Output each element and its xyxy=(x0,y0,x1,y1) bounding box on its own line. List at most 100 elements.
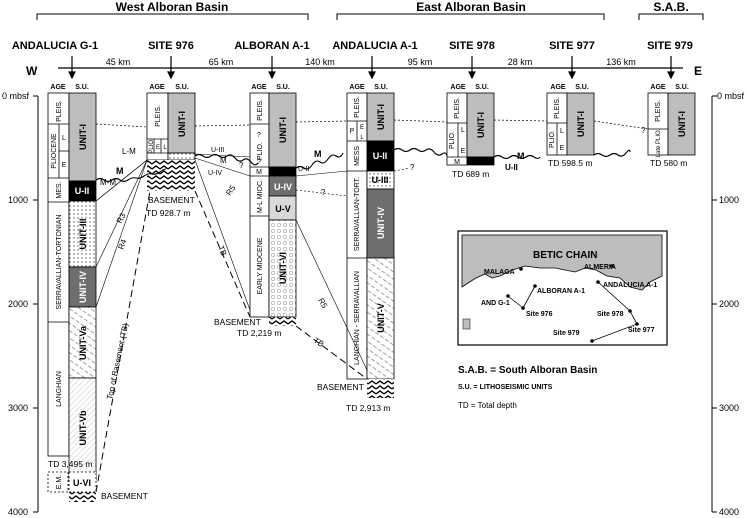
r5-left xyxy=(194,159,251,311)
depth-left-0: 0 mbsf xyxy=(2,91,30,101)
s976-labels: PLEIS. PLIO. E L UNIT-I BASEMENT TD 928.… xyxy=(146,105,195,218)
marker-g1 xyxy=(68,56,76,80)
column-andalucia-g1 xyxy=(47,92,97,502)
depth-right-2000: 2000 xyxy=(719,299,739,309)
label-q-979: ? xyxy=(641,126,646,135)
g1-unit-vb: UNIT-Vb xyxy=(78,410,88,446)
label-tb-mid: TB xyxy=(216,244,228,257)
depth-left-4000: 4000 xyxy=(8,507,28,517)
s979-unit-i: UNIT-I xyxy=(677,111,687,137)
a1-age-m: M xyxy=(256,169,262,176)
column-alboran-a1 xyxy=(249,92,297,326)
s977-labels: PLEIS. PLIO. L E UNIT-I TD 598.5 m xyxy=(548,97,592,168)
g1-unit-i: UNIT-I xyxy=(78,124,88,150)
s978-age-plio: PLIO. xyxy=(449,131,456,149)
aa1-age-pleis: PLEIS. xyxy=(354,96,361,118)
a1-age-pleis: PLEIS. xyxy=(257,99,264,121)
right-depth-axis xyxy=(711,95,717,513)
label-u-iv: U-IV xyxy=(208,170,222,177)
aa1-unit-ii: U-II xyxy=(373,151,388,161)
distance-1: 45 km xyxy=(106,57,131,67)
depth-left-1000: 1000 xyxy=(8,195,28,205)
map-alboran-a1: ALBORAN A-1 xyxy=(537,288,585,295)
label-r4: R4 xyxy=(116,237,128,250)
a1-unit-vi: UNIT-VI xyxy=(278,252,288,284)
g1-unit-iv: UNIT-IV xyxy=(78,271,88,303)
column-site-977 xyxy=(546,92,595,156)
s976-unit-i: UNIT-I xyxy=(177,111,187,137)
s977-age-e: E xyxy=(560,145,565,152)
aa1-age-header: AGE xyxy=(349,84,365,91)
s978-age-m: M xyxy=(454,159,460,166)
left-depth-axis xyxy=(33,95,39,513)
r5-right xyxy=(295,219,368,371)
g1-basement: BASEMENT xyxy=(101,491,148,501)
label-u-ii-978: U-II xyxy=(505,163,518,172)
tb-mid xyxy=(194,190,251,318)
aa1-unit-i: UNIT-I xyxy=(376,104,386,130)
g1-su-header: S.U. xyxy=(75,84,89,91)
u-iv-line xyxy=(194,157,251,177)
label-q-aa1: ? xyxy=(321,188,326,197)
site-979: SITE 979 xyxy=(647,40,693,52)
distance-5: 28 km xyxy=(508,57,533,67)
a1-total-depth: TD 2,219 m xyxy=(237,328,281,338)
label-m-east: M xyxy=(517,151,525,161)
g1-age-langhian: LANGHIAN xyxy=(56,371,63,407)
s976-age-header: AGE xyxy=(149,84,165,91)
a1-unit-i: UNIT-I xyxy=(278,117,288,143)
a1-age-header: AGE xyxy=(251,84,267,91)
mm-line xyxy=(95,159,148,202)
coastline xyxy=(461,234,663,291)
a1-unit-v: U-V xyxy=(275,204,291,214)
label-q-a1: ? xyxy=(239,161,244,170)
label-tb-right: TB xyxy=(312,336,325,349)
s976-age-e: E xyxy=(156,145,160,151)
a1-age-plio: PLIO. xyxy=(257,142,264,160)
basin-east-label: East Alboran Basin xyxy=(416,0,526,14)
legend-sab: S.A.B. = South Alboran Basin xyxy=(458,365,597,376)
s979-age-header: AGE xyxy=(650,84,666,91)
a1-age-q2: ? xyxy=(257,159,261,166)
correlation-lines xyxy=(95,119,649,493)
label-u-ii-a1: U-II xyxy=(298,166,309,173)
r4-line xyxy=(95,159,148,308)
column-headers: AGE S.U. AGE S.U. AGE S.U. AGE S.U. AGE … xyxy=(50,84,688,91)
site-977: SITE 977 xyxy=(549,40,595,52)
tb-left xyxy=(95,190,151,493)
site-alboran-a1: ALBORAN A-1 xyxy=(234,40,309,52)
site-names: ANDALUCIA G-1 SITE 976 ALBORAN A-1 ANDAL… xyxy=(12,40,693,52)
label-q-aa1-right: ? xyxy=(410,163,415,172)
depth-left-3000: 3000 xyxy=(8,403,28,413)
site-andalucia-g1: ANDALUCIA G-1 xyxy=(12,40,98,52)
aa1-labels: PLEIS. P E L MESS SERRAVALLIAN-TORT. LAN… xyxy=(317,96,390,413)
marker-a1 xyxy=(268,56,276,80)
inset-map: BETIC CHAIN MALAGA ALMERIA ALBORAN A-1 A… xyxy=(457,230,668,346)
pleis-dotted-line xyxy=(95,119,649,130)
s978-age-header: AGE xyxy=(450,84,466,91)
s978-labels: PLEIS. PLIO. L E M UNIT-I TD 689 m xyxy=(449,97,489,179)
label-u-iii: U-III xyxy=(211,147,224,154)
aa1-age-e: E xyxy=(360,125,364,131)
aa1-basement: BASEMENT xyxy=(317,382,364,392)
aa1-unit-v: UNIT-V xyxy=(376,303,386,333)
a1-basement: BASEMENT xyxy=(214,317,261,327)
map-andalucia-a1: ANDALUCIA A-1 xyxy=(603,282,657,289)
distance-6: 136 km xyxy=(606,57,636,67)
g1-total-depth: TD 3,495 m xyxy=(48,459,92,469)
map-site-976: Site 976 xyxy=(526,311,553,318)
a1-age-ml-mioc: M-L MIOC. xyxy=(257,179,264,213)
legend-su: S.U. = LITHOSEISMIC UNITS xyxy=(458,384,553,391)
map-betic-chain: BETIC CHAIN xyxy=(533,250,597,261)
tb-right xyxy=(295,325,368,380)
u-ii-line xyxy=(295,170,348,177)
aa1-age-mess: MESS xyxy=(354,146,361,166)
aa1-age-p: P xyxy=(350,128,355,135)
aa1-age-serravallian-tort: SERRAVALLIAN-TORT. xyxy=(354,177,361,251)
s977-total-depth: TD 598.5 m xyxy=(548,158,592,168)
u-iii-line xyxy=(194,153,251,158)
label-r5-left: R5 xyxy=(224,183,238,197)
map-and-g1: AND G-1 xyxy=(481,300,510,307)
marker-aa1 xyxy=(368,56,376,80)
